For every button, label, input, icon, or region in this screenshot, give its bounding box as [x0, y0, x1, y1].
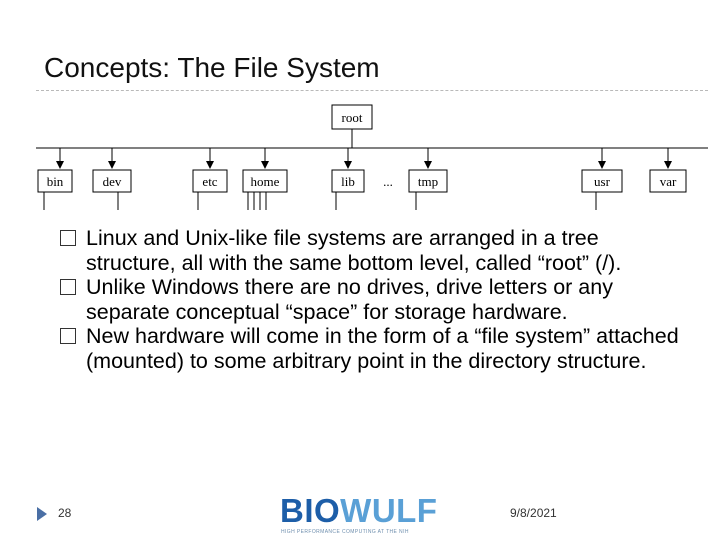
bullet-box-icon — [60, 279, 76, 295]
slide-title: Concepts: The File System — [44, 52, 380, 83]
dir-label-lib: lib — [341, 174, 355, 189]
subtree-stub-home — [247, 192, 267, 210]
bullet-text: Linux and Unix-like file systems are arr… — [86, 226, 622, 275]
dir-box-var — [649, 169, 687, 193]
logo-word-part1: BIO — [280, 492, 341, 529]
dir-label-etc: etc — [202, 174, 217, 189]
footer-date: 9/8/2021 — [510, 506, 557, 520]
dir-label-bin: bin — [47, 174, 64, 189]
dir-label-ellipsis: ... — [383, 174, 393, 189]
root-node-label: root — [342, 110, 363, 125]
biowulf-logo: BIOWULF HIGH PERFORMANCE COMPUTING AT TH… — [280, 494, 437, 536]
title-divider — [36, 90, 708, 91]
dir-label-dev: dev — [103, 174, 122, 189]
dir-box-bin — [37, 169, 73, 193]
dir-label-home: home — [251, 174, 280, 189]
bullet-list: Linux and Unix-like file systems are arr… — [60, 226, 680, 373]
dir-label-var: var — [660, 174, 677, 189]
bullet-box-icon — [60, 328, 76, 344]
bullet-item: Unlike Windows there are no drives, driv… — [60, 275, 680, 324]
bullet-item: New hardware will come in the form of a … — [60, 324, 680, 373]
page-number: 28 — [58, 506, 72, 520]
dir-box-usr — [581, 169, 623, 193]
dir-box-home — [242, 169, 288, 193]
logo-wordmark: BIOWULF — [280, 494, 437, 528]
logo-tagline: HIGH PERFORMANCE COMPUTING AT THE NIH — [281, 529, 409, 535]
dir-box-etc — [192, 169, 228, 193]
bullet-text: New hardware will come in the form of a … — [86, 324, 679, 373]
dir-box-lib — [331, 169, 365, 193]
dir-label-usr: usr — [594, 174, 611, 189]
root-node-box — [331, 104, 373, 130]
logo-word-part2: WULF — [340, 492, 438, 529]
dir-box-dev — [92, 169, 132, 193]
bullet-item: Linux and Unix-like file systems are arr… — [60, 226, 680, 275]
bullet-text: Unlike Windows there are no drives, driv… — [86, 275, 613, 324]
tree-svg: root bin dev etc home lib ... — [36, 104, 708, 210]
footer-triangle-icon — [37, 507, 47, 521]
file-system-tree-diagram: root bin dev etc home lib ... — [36, 100, 708, 215]
dir-label-tmp: tmp — [418, 174, 438, 189]
dir-box-tmp — [408, 169, 448, 193]
bullet-box-icon — [60, 230, 76, 246]
